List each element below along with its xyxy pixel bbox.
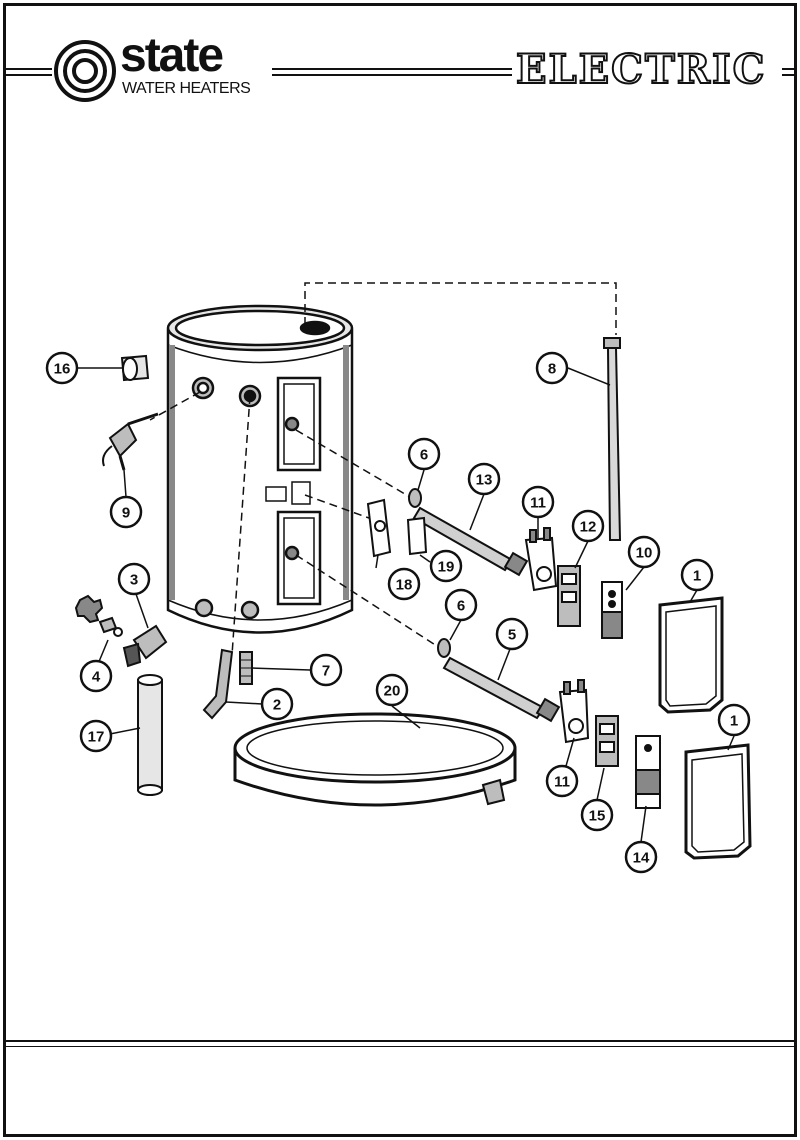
callout-c2: 2 <box>262 689 292 719</box>
pipe-nipple-part <box>240 652 252 684</box>
lower-element-part <box>444 658 559 721</box>
callout-number: 12 <box>580 519 597 536</box>
gasket-lower-part <box>438 639 450 657</box>
callout-number: 11 <box>554 774 570 791</box>
callout-number: 2 <box>273 697 281 714</box>
drain-valve-part <box>124 626 166 666</box>
gasket-upper-part <box>409 489 421 507</box>
lower-thermostat-part <box>596 716 618 766</box>
upper-access-cover-part <box>660 598 722 712</box>
callout-c15: 15 <box>582 800 612 830</box>
drain-pan-part <box>235 714 515 805</box>
callout-c17: 17 <box>81 721 111 751</box>
insulation-sleeve-part <box>138 675 162 795</box>
callout-c6b: 6 <box>446 590 476 620</box>
callout-number: 19 <box>438 559 455 576</box>
upper-thermostat-part <box>558 566 580 626</box>
callout-c1b: 1 <box>719 705 749 735</box>
callout-c11b: 11 <box>547 766 577 796</box>
callout-number: 6 <box>420 447 428 464</box>
callout-c1a: 1 <box>682 560 712 590</box>
callout-c14: 14 <box>626 842 656 872</box>
callout-c9: 9 <box>111 497 141 527</box>
callout-c18: 18 <box>389 569 419 599</box>
callout-c3: 3 <box>119 564 149 594</box>
callout-number: 6 <box>457 598 465 615</box>
water-heater-tank <box>168 306 352 633</box>
callout-number: 11 <box>530 495 546 512</box>
callout-c5: 5 <box>497 619 527 649</box>
callout-c4: 4 <box>81 661 111 691</box>
callout-number: 7 <box>322 663 330 680</box>
callout-number: 4 <box>92 669 101 686</box>
upper-insulation-pad-part <box>602 582 622 638</box>
callout-number: 18 <box>396 577 413 594</box>
callout-number: 17 <box>88 729 105 746</box>
callout-c8: 8 <box>537 353 567 383</box>
callout-c10: 10 <box>629 537 659 567</box>
callout-number: 1 <box>730 713 738 730</box>
callout-number: 5 <box>508 627 516 644</box>
callout-number: 8 <box>548 361 556 378</box>
callout-c16: 16 <box>47 353 77 383</box>
callout-c7: 7 <box>311 655 341 685</box>
valve-handle-part <box>76 596 122 636</box>
callout-number: 3 <box>130 572 138 589</box>
insulation-plug-part <box>122 356 148 380</box>
callout-number: 16 <box>54 361 71 378</box>
callout-number: 15 <box>589 808 606 825</box>
callout-number: 13 <box>476 472 493 489</box>
lower-access-cover-part <box>686 745 750 858</box>
callout-c20: 20 <box>377 675 407 705</box>
junction-box-part <box>368 500 390 556</box>
cover-plate-part <box>408 518 426 554</box>
callout-c11a: 11 <box>523 487 553 517</box>
callout-c19: 19 <box>431 551 461 581</box>
lower-insulation-pad-part <box>636 736 660 808</box>
callout-number: 1 <box>693 568 701 585</box>
callout-c13: 13 <box>469 464 499 494</box>
anode-rod-part <box>604 338 620 540</box>
dip-tube-part <box>204 650 232 718</box>
relief-valve-part <box>103 414 158 470</box>
callout-c6a: 6 <box>409 439 439 469</box>
callout-number: 14 <box>633 850 650 867</box>
callout-c12: 12 <box>573 511 603 541</box>
terminal-block-lower-part <box>560 680 588 742</box>
callout-number: 10 <box>636 545 653 562</box>
terminal-block-upper-part <box>526 528 556 590</box>
callout-number: 20 <box>384 683 401 700</box>
callout-number: 9 <box>122 505 130 522</box>
